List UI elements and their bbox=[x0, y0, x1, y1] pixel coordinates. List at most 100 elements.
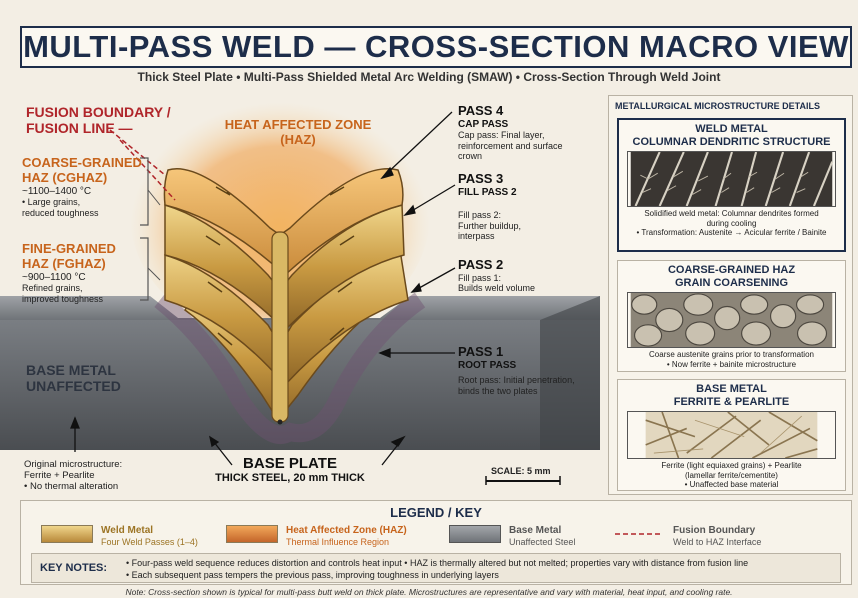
base-metal-label-line1: BASE METAL bbox=[26, 362, 116, 378]
pass-1-label: PASS 1 ROOT PASS Root pass: Initial pene… bbox=[458, 344, 575, 396]
card-weld-metal-cap-2: during cooling bbox=[706, 218, 757, 228]
pass-4-label: PASS 4 CAP PASS Cap pass: Final layer, r… bbox=[458, 103, 563, 162]
fghaz-title-line1: FINE-GRAINED bbox=[22, 241, 116, 256]
card-weld-metal-cap-3: • Transformation: Austenite → Acicular f… bbox=[636, 228, 827, 238]
base-plate-pointers bbox=[70, 416, 406, 466]
legend-haz-name: Heat Affected Zone (HAZ) bbox=[286, 525, 407, 536]
pass-1-sub: ROOT PASS bbox=[458, 359, 517, 371]
legend-base-metal-sub: Unaffected Steel bbox=[509, 536, 576, 547]
legend-fusion-name: Fusion Boundary bbox=[673, 525, 756, 536]
key-notes-label: KEY NOTES: bbox=[40, 562, 108, 574]
key-note-1: • Four-pass weld sequence reduces distor… bbox=[126, 558, 749, 568]
card-base-metal: BASE METAL FERRITE & PEARLITE Ferrite (l… bbox=[617, 379, 846, 491]
key-notes-text: • Four-pass weld sequence reduces distor… bbox=[126, 557, 748, 581]
card-weld-metal-title-1: WELD METAL bbox=[695, 123, 768, 135]
pass-4-desc-3: crown bbox=[458, 151, 483, 162]
pass-pointers bbox=[378, 111, 456, 358]
pass-2-title: PASS 2 bbox=[458, 257, 504, 272]
card-weld-metal: WELD METAL COLUMNAR DENDRITIC STRUCTURE … bbox=[617, 118, 846, 252]
legend-weld-metal-sub: Four Weld Passes (1–4) bbox=[101, 536, 198, 547]
legend-weld-metal-text: Weld Metal Four Weld Passes (1–4) bbox=[101, 525, 198, 547]
pass-4-title: PASS 4 bbox=[458, 103, 504, 118]
card-cghaz-title: COARSE-GRAINED HAZ GRAIN COARSENING bbox=[618, 261, 845, 289]
scale-label: SCALE: 5 mm bbox=[491, 466, 551, 476]
fusion-band bbox=[154, 292, 426, 444]
pass-4-desc-2: reinforcement and surface bbox=[458, 140, 563, 151]
page-subtitle: Thick Steel Plate • Multi-Pass Shielded … bbox=[137, 70, 721, 84]
base-metal-label: BASE METAL UNAFFECTED bbox=[26, 362, 121, 394]
legend-fusion-boundary: Fusion Boundary Weld to HAZ Interface bbox=[613, 525, 833, 547]
pass-2-desc-2: Builds weld volume bbox=[458, 283, 536, 294]
cghaz-label: COARSE-GRAINED HAZ (CGHAZ) ~1100–1400 °C… bbox=[22, 155, 142, 218]
weld-metal-swatch bbox=[41, 525, 93, 543]
fusion-boundary-label-line1: FUSION BOUNDARY / bbox=[26, 104, 171, 120]
base-metal-label-line2: UNAFFECTED bbox=[26, 378, 121, 395]
card-weld-metal-title-2: COLUMNAR DENDRITIC STRUCTURE bbox=[632, 135, 831, 148]
base-plate-title: BASE PLATE bbox=[243, 455, 337, 472]
fghaz-title-line2: HAZ (FGHAZ) bbox=[22, 255, 106, 271]
pass-3-desc-1: Fill pass 2: bbox=[458, 210, 502, 221]
fusion-boundary-label: FUSION BOUNDARY / FUSION LINE — bbox=[26, 104, 171, 136]
title-box: MULTI-PASS WELD — CROSS-SECTION MACRO VI… bbox=[20, 26, 852, 68]
fusion-boundary-swatch bbox=[615, 533, 663, 535]
fghaz-temp: ~900–1100 °C bbox=[22, 271, 86, 283]
card-cghaz-caption: Coarse austenite grains prior to transfo… bbox=[618, 348, 845, 371]
weld-pass-2 bbox=[164, 248, 409, 387]
cghaz-title-line1: COARSE-GRAINED bbox=[22, 155, 142, 170]
card-weld-metal-caption: Solidified weld metal: Columnar dendrite… bbox=[619, 207, 844, 240]
card-weld-metal-cap-1: Solidified weld metal: Columnar dendrite… bbox=[644, 209, 819, 219]
plate-side-dark bbox=[540, 296, 600, 450]
pass-3-desc-3: interpass bbox=[458, 231, 495, 242]
original-line3: • No thermal alteration bbox=[24, 480, 119, 492]
legend-fusion-sub: Weld to HAZ Interface bbox=[673, 536, 762, 547]
base-metal-swatch bbox=[449, 525, 501, 543]
card-cghaz-cap-2: • Now ferrite + bainite microstructure bbox=[666, 359, 797, 369]
footnote: Note: Cross-section shown is typical for… bbox=[125, 587, 733, 597]
fghaz-desc-line1: Refined grains, bbox=[22, 283, 83, 294]
weld-pass-4 bbox=[163, 168, 404, 277]
key-note-2: • Each subsequent pass tempers the previ… bbox=[126, 570, 499, 581]
ferrite-pearlite-micrograph bbox=[627, 411, 836, 460]
coarse-grain-micrograph bbox=[627, 292, 836, 349]
fghaz-label: FINE-GRAINED HAZ (FGHAZ) ~900–1100 °C Re… bbox=[22, 241, 116, 304]
microstructure-panel: METALLURGICAL MICROSTRUCTURE DETAILS WEL… bbox=[608, 95, 853, 495]
card-cghaz-cap-1: Coarse austenite grains prior to transfo… bbox=[649, 350, 814, 360]
pass-1-title: PASS 1 bbox=[458, 344, 504, 359]
card-base-metal-title-1: BASE METAL bbox=[696, 383, 767, 395]
legend-base-metal: Base Metal Unaffected Steel bbox=[449, 525, 619, 547]
card-weld-metal-title: WELD METAL COLUMNAR DENDRITIC STRUCTURE bbox=[619, 120, 844, 148]
pass-3-title: PASS 3 bbox=[458, 171, 504, 186]
card-base-metal-cap-1: Ferrite (light equiaxed grains) + Pearli… bbox=[661, 461, 802, 471]
card-base-metal-caption: Ferrite (light equiaxed grains) + Pearli… bbox=[618, 459, 845, 492]
fghaz-desc-line2: improved toughness bbox=[22, 293, 104, 304]
weld-pass-3 bbox=[164, 203, 405, 332]
weld-center-seam bbox=[271, 231, 289, 423]
base-plate-label: BASE PLATE THICK STEEL, 20 mm THICK bbox=[190, 455, 390, 485]
pass-1-desc-1: Root pass: Initial penetration, bbox=[458, 375, 575, 386]
haz-label: HEAT AFFECTED ZONE (HAZ) bbox=[218, 117, 378, 148]
scale-bar bbox=[485, 476, 561, 485]
legend-title: LEGEND / KEY bbox=[390, 505, 482, 520]
cghaz-bracket bbox=[140, 157, 149, 226]
panel-heading: METALLURGICAL MICROSTRUCTURE DETAILS bbox=[615, 101, 820, 111]
pass-2-desc-1: Fill pass 1: bbox=[458, 272, 502, 283]
legend-haz-text: Heat Affected Zone (HAZ) Thermal Influen… bbox=[286, 525, 407, 547]
legend-haz: Heat Affected Zone (HAZ) Thermal Influen… bbox=[226, 525, 446, 547]
card-base-metal-title-2: FERRITE & PEARLITE bbox=[673, 395, 790, 408]
original-line1: Original microstructure: bbox=[24, 459, 123, 470]
bead-direction-arrows bbox=[205, 186, 355, 346]
dendrite-micrograph bbox=[627, 151, 836, 208]
pass-3-label: PASS 3 FILL PASS 2 Fill pass 2: Further … bbox=[458, 171, 521, 242]
pass-3-sub: FILL PASS 2 bbox=[458, 186, 517, 198]
weld-cross-section bbox=[0, 90, 600, 485]
haz-label-line2: (HAZ) bbox=[280, 131, 316, 147]
root-point bbox=[277, 419, 283, 425]
card-base-metal-cap-2: (lamellar ferrite/cementite) bbox=[685, 470, 778, 480]
card-cghaz-title-1: COARSE-GRAINED HAZ bbox=[667, 264, 796, 276]
cghaz-temp: ~1100–1400 °C bbox=[22, 185, 92, 197]
original-line2: Ferrite + Pearlite bbox=[24, 469, 95, 481]
weld-passes bbox=[163, 168, 409, 425]
cghaz-desc-line2: reduced toughness bbox=[22, 207, 99, 218]
card-cghaz-title-2: GRAIN COARSENING bbox=[674, 276, 789, 289]
key-notes: KEY NOTES: • Four-pass weld sequence red… bbox=[31, 553, 841, 583]
